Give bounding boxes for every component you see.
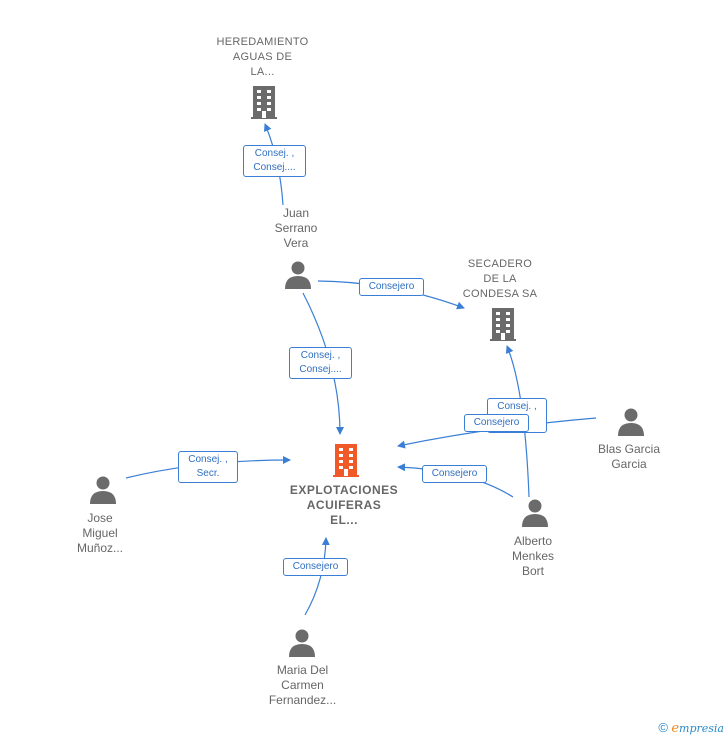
- person-icon[interactable]: [88, 474, 118, 504]
- building-icon[interactable]: [248, 84, 280, 120]
- person-icon[interactable]: [283, 259, 313, 289]
- relation-blas-explotaciones[interactable]: Consejero: [464, 414, 529, 432]
- person-maria-label[interactable]: Maria Del Carmen Fernandez...: [268, 663, 337, 707]
- edge-maria-explotaciones: [304, 537, 330, 616]
- main-building-icon[interactable]: [330, 442, 362, 478]
- copyright-icon: ©: [658, 720, 668, 735]
- relation-alberto-explotaciones[interactable]: Consejero: [422, 465, 487, 483]
- person-icon[interactable]: [520, 497, 550, 527]
- brand-initial: e: [671, 721, 680, 736]
- person-jose-label[interactable]: Jose Miguel Muñoz...: [76, 511, 124, 555]
- company-heredamiento-label[interactable]: HEREDAMIENTO AGUAS DE LA...: [216, 36, 309, 78]
- person-icon[interactable]: [616, 406, 646, 436]
- relation-juan-explotaciones[interactable]: Consej. , Consej....: [289, 347, 352, 379]
- building-icon[interactable]: [487, 306, 519, 342]
- relation-juan-secadero[interactable]: Consejero: [359, 278, 424, 296]
- main-company-label[interactable]: EXPLOTACIONES ACUIFERAS EL...: [289, 483, 399, 527]
- person-alberto-label[interactable]: Alberto Menkes Bort: [511, 534, 555, 578]
- person-icon[interactable]: [287, 627, 317, 657]
- person-juan-label[interactable]: Juan Serrano Vera: [274, 206, 318, 250]
- relation-juan-heredamiento[interactable]: Consej. , Consej....: [243, 145, 306, 177]
- relation-maria-explotaciones[interactable]: Consejero: [283, 558, 348, 576]
- brand-name: mpresia: [679, 722, 724, 735]
- company-secadero-label[interactable]: SECADERO DE LA CONDESA SA: [462, 258, 538, 300]
- relation-jose-explotaciones[interactable]: Consej. , Secr.: [178, 451, 238, 483]
- person-blas-label[interactable]: Blas Garcia Garcia: [597, 442, 661, 471]
- brand-footer: © empresia: [658, 720, 724, 736]
